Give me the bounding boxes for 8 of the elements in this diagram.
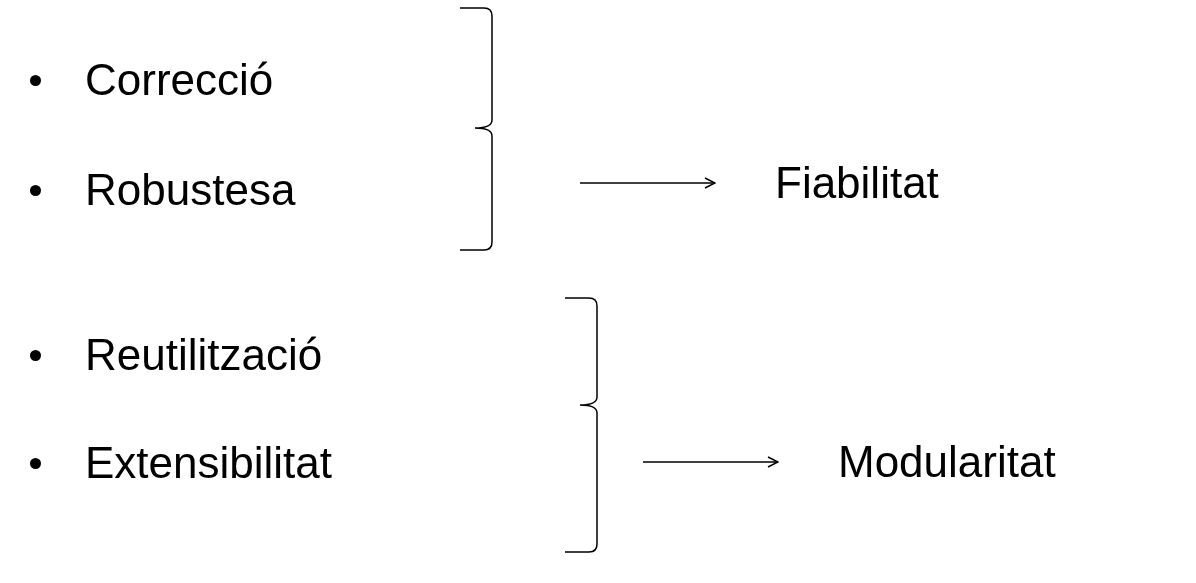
list-item: Correcció [85, 54, 274, 106]
arrow [642, 456, 779, 468]
list-item: Robustesa [85, 164, 296, 216]
list-item: Reutilització [85, 329, 323, 381]
list-item: Extensibilitat [85, 437, 332, 489]
result-label: Modularitat [838, 436, 1056, 488]
arrow [579, 177, 716, 189]
result-label: Fiabilitat [775, 157, 939, 209]
